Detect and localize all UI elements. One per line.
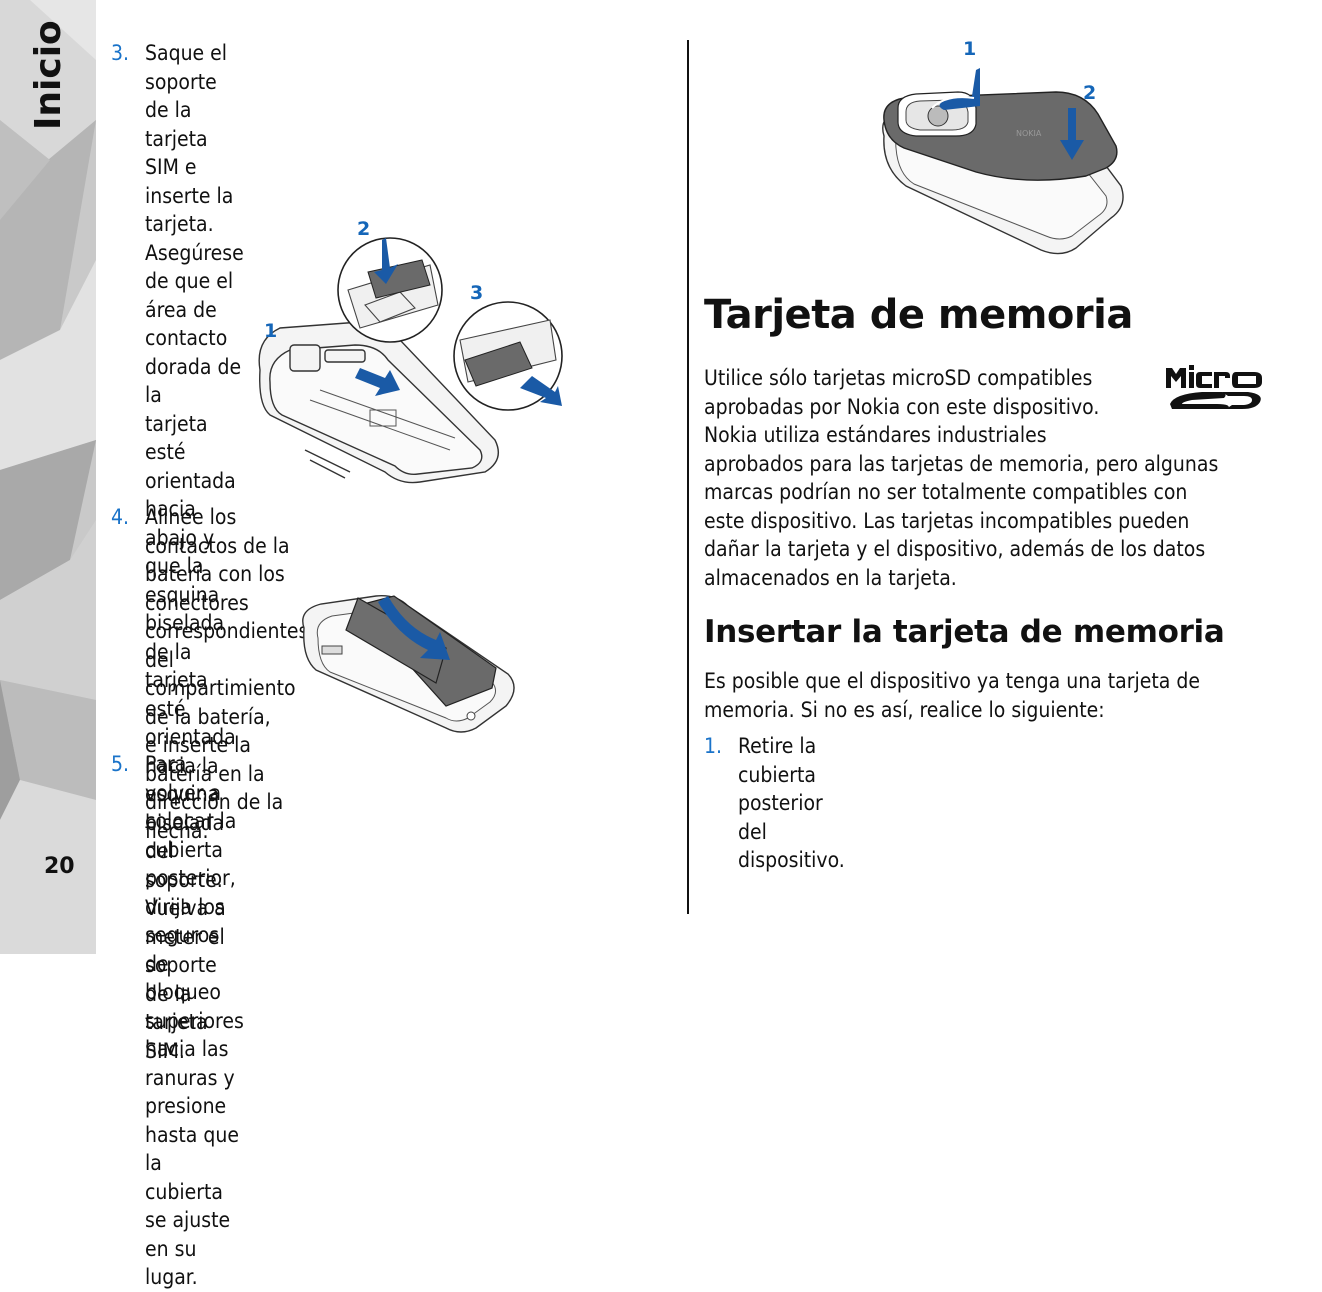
text-line: esquina biselada del soporte. Vuelva a m…	[145, 782, 226, 949]
text-line: Utilice sólo tarjetas microSD compatible…	[704, 366, 1093, 390]
figure-label-2: 2	[357, 218, 371, 240]
text-line: biselada de la tarjeta esté orientada ha…	[145, 611, 236, 778]
text-line: Saque el soporte de la tarjeta SIM e ins…	[145, 41, 234, 236]
battery-illustration	[302, 595, 515, 733]
figure-label-2: 2	[1083, 82, 1097, 104]
text-line: e inserte la batería en la dirección de …	[145, 733, 284, 843]
microsd-logo	[1162, 360, 1266, 410]
step-text: Retire la cubierta posterior del disposi…	[738, 734, 845, 872]
page-number: 20	[44, 854, 75, 879]
step-number: 5.	[111, 752, 130, 776]
step-number: 1.	[704, 734, 723, 758]
cover-brand-mark: NOKIA	[1016, 129, 1042, 138]
step-number: 4.	[111, 505, 130, 529]
figure-label-1: 1	[963, 38, 977, 60]
column-divider	[687, 40, 689, 914]
sim-card-illustration	[258, 237, 563, 484]
back-cover-illustration: NOKIA	[882, 68, 1124, 255]
microsd-logo-graphic	[1166, 365, 1262, 409]
text-line: memoria. Si no es así, realice lo siguie…	[704, 697, 1105, 722]
step-text: Para volver a colocar la cubierta poster…	[145, 750, 244, 1292]
text-line: aprobadas por Nokia con este dispositivo…	[704, 394, 1100, 419]
figure-label-3: 3	[470, 282, 484, 304]
text-line: Nokia utiliza estándares industriales	[704, 423, 1047, 447]
text-line: presione hasta que la cubierta se ajuste…	[145, 1094, 239, 1289]
text-line: almacenados en la tarjeta.	[704, 565, 957, 590]
sim-card-figure: 2 3 1	[250, 210, 570, 495]
text-line: dañar la tarjeta y el dispositivo, ademá…	[704, 537, 1206, 561]
sidebar: Inicio 20	[0, 0, 96, 954]
text-line: aprobados para las tarjetas de memoria, …	[704, 451, 1219, 476]
step-text: Alinee los contactos de la batería con l…	[145, 503, 308, 845]
text-line: Es posible que el dispositivo ya tenga u…	[704, 669, 1200, 693]
heading-memory-card: Tarjeta de memoria	[704, 292, 1133, 338]
text-line: correspondientes del compartimiento de l…	[145, 619, 309, 729]
text-line: Alinee los contactos de la batería con l…	[145, 505, 290, 615]
text-line: Para volver a colocar la cubierta poster…	[145, 752, 237, 919]
text-line: marcas podrían no ser totalmente compati…	[704, 480, 1188, 504]
intro-paragraph: Utilice sólo tarjetas microSD compatible…	[704, 364, 1218, 592]
text-line: Asegúrese de que el área de contacto dor…	[145, 240, 244, 408]
step-number: 3.	[111, 41, 130, 65]
insert-paragraph: Es posible que el dispositivo ya tenga u…	[704, 667, 1200, 724]
text-line: este dispositivo. Las tarjetas incompati…	[704, 508, 1190, 533]
heading-insert-memory-card: Insertar la tarjeta de memoria	[704, 614, 1225, 650]
back-cover-figure: NOKIA 1 2	[876, 36, 1126, 258]
text-line: seguros de bloqueo superiores hacia las …	[145, 923, 244, 1090]
battery-figure	[296, 588, 521, 738]
sidebar-pattern	[0, 0, 96, 954]
figure-label-1: 1	[264, 320, 278, 342]
section-title: Inicio	[28, 20, 69, 130]
text-line: tarjeta esté orientada hacia abajo y que…	[145, 411, 236, 607]
